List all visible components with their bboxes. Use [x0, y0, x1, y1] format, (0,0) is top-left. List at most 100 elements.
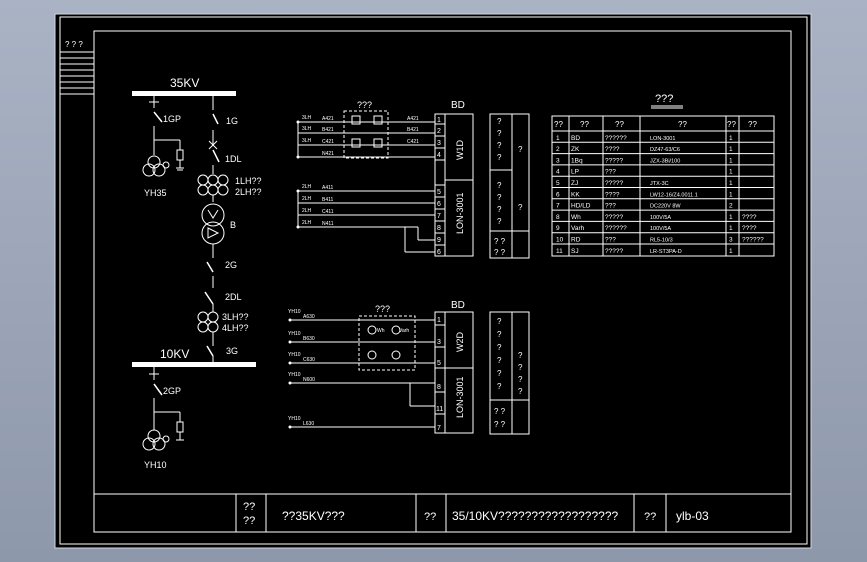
- th-0: ??: [554, 120, 563, 129]
- inner-frame: [93, 30, 792, 533]
- th-4: ??: [727, 120, 736, 129]
- label-1g: 1G: [226, 116, 238, 126]
- table-cell: DZ47-63/C6: [650, 147, 680, 153]
- table-cell: ZK: [571, 146, 580, 153]
- table-cell: 1: [729, 157, 733, 164]
- upper-col2-1: ?: [518, 203, 523, 212]
- upper-out-col-2: [511, 113, 530, 259]
- upper-lon: LON-3001: [455, 192, 465, 234]
- table-cell: ????: [742, 214, 757, 221]
- table-cell: KK: [571, 191, 580, 198]
- lower-term-8: 8: [437, 384, 441, 391]
- bus-35kv: [132, 91, 236, 96]
- upper-terminal-numbers: 1 2 3 4 5 6 7 8 9 6: [435, 117, 445, 256]
- table-cell: 4: [556, 169, 560, 176]
- lower-lon: LON-3001: [455, 376, 465, 418]
- table-cell: JZX-3Bi/100: [650, 158, 680, 164]
- upper-term-3: 3: [437, 140, 441, 147]
- upper-input-4: 2LH: [302, 184, 312, 190]
- lower-wires: [288, 318, 435, 429]
- drawing-number: ylb-03: [676, 509, 709, 523]
- upper-term-10: 6: [437, 249, 441, 256]
- label-4lh: 4LH??: [222, 323, 249, 333]
- one-line-diagram: 35KV 1GP YH35 1G 1DL 1LH?? 2L: [132, 76, 262, 470]
- upper-input-5: 2LH: [302, 196, 312, 202]
- lower-col2-1: ?: [518, 363, 523, 372]
- lower-term-3: 3: [437, 339, 441, 346]
- table-cell: ?????: [605, 248, 623, 255]
- table-cell: Varh: [571, 225, 585, 232]
- title-cell-3: ??: [424, 511, 436, 523]
- upper-term-7: 7: [437, 213, 441, 220]
- upper-col1-7: ?: [497, 217, 502, 226]
- table-cell: 10: [556, 237, 564, 244]
- upper-col1-3: ?: [497, 153, 502, 162]
- table-cell: 1: [729, 135, 733, 142]
- label-3lh: 3LH??: [222, 312, 249, 322]
- title-cell-2: ??35KV???: [282, 509, 345, 523]
- table-cell: ?????: [605, 180, 623, 187]
- table-cell: ???: [605, 169, 616, 176]
- lower-col2-0: ?: [518, 351, 523, 360]
- title-cell-5: ??: [644, 511, 656, 523]
- upper-col1-9: ? ?: [494, 237, 506, 246]
- upper-col1-5: ?: [497, 193, 502, 202]
- upper-wire-a421: A421: [322, 116, 334, 122]
- table-cell: 1: [729, 248, 733, 255]
- upper-col1-1: ?: [497, 129, 502, 138]
- upper-input-7: 2LH: [302, 220, 312, 226]
- upper-w1d: W1D: [455, 140, 465, 161]
- upper-col1-2: ?: [497, 141, 502, 150]
- binding-strip: ? ? ?: [60, 40, 94, 95]
- label-1gp: 1GP: [163, 114, 181, 124]
- upper-meter-coils: [351, 115, 383, 148]
- table-cell: LR-ST3PA-D: [650, 249, 682, 255]
- lower-input-5: YH10: [288, 416, 301, 422]
- upper-wire-labels: 3LH 3LH 3LH 2LH 2LH 2LH 2LH A421 B421 C4…: [302, 115, 419, 227]
- bus-10kv: [132, 362, 256, 367]
- label-1dl: 1DL: [225, 154, 242, 164]
- table-cell: 1: [729, 169, 733, 176]
- lower-col1-3: ?: [497, 356, 502, 365]
- lower-input-2: YH10: [288, 331, 301, 337]
- upper-wire-b421: B421: [322, 127, 334, 133]
- lower-term-11: 11: [436, 406, 443, 413]
- table-cell: RD: [571, 237, 581, 244]
- table-cell: RL5-10/3: [650, 238, 673, 244]
- table-cell: ??????: [605, 225, 627, 232]
- lower-bd: BD: [451, 300, 465, 311]
- lower-col2-3: ?: [518, 387, 523, 396]
- table-cell: ??????: [605, 135, 627, 142]
- table-cell: 5: [556, 180, 560, 187]
- upper-term-2: 2: [437, 128, 441, 135]
- table-cell: 6: [556, 191, 560, 198]
- lower-meter-coils: [367, 325, 401, 360]
- title-cell-4: 35/10KV??????????????????: [452, 509, 618, 523]
- upper-col1-6: ?: [497, 205, 502, 214]
- table-cell: LON-3001: [650, 136, 675, 142]
- table-cell: 7: [556, 203, 560, 210]
- lower-meter-wh: Wh: [377, 328, 385, 334]
- th-1: ??: [580, 120, 589, 129]
- label-2gp: 2GP: [163, 386, 181, 396]
- lower-wire-b630: B630: [303, 336, 315, 342]
- table-cell: ???: [605, 237, 616, 244]
- upper-term-5: 5: [437, 189, 441, 196]
- lower-term-5: 5: [437, 360, 441, 367]
- upper-col1-10: ? ?: [494, 248, 506, 257]
- title-block: ?? ?? ??35KV??? ?? 35/10KV??????????????…: [94, 493, 791, 532]
- lower-out-col-2: [511, 311, 530, 435]
- label-2g: 2G: [225, 260, 237, 270]
- lower-col1-5: ?: [497, 382, 502, 391]
- upper-term-9: 9: [437, 237, 441, 244]
- lower-col1-8: ? ?: [494, 420, 506, 429]
- upper-input-2: 3LH: [302, 126, 312, 132]
- lower-wire-n600: N600: [303, 377, 315, 383]
- lower-wiring-block: ??? BD 1 3 5 8 11 7 W2D LON-3001: [288, 300, 530, 435]
- lower-col2-2: ?: [518, 375, 523, 384]
